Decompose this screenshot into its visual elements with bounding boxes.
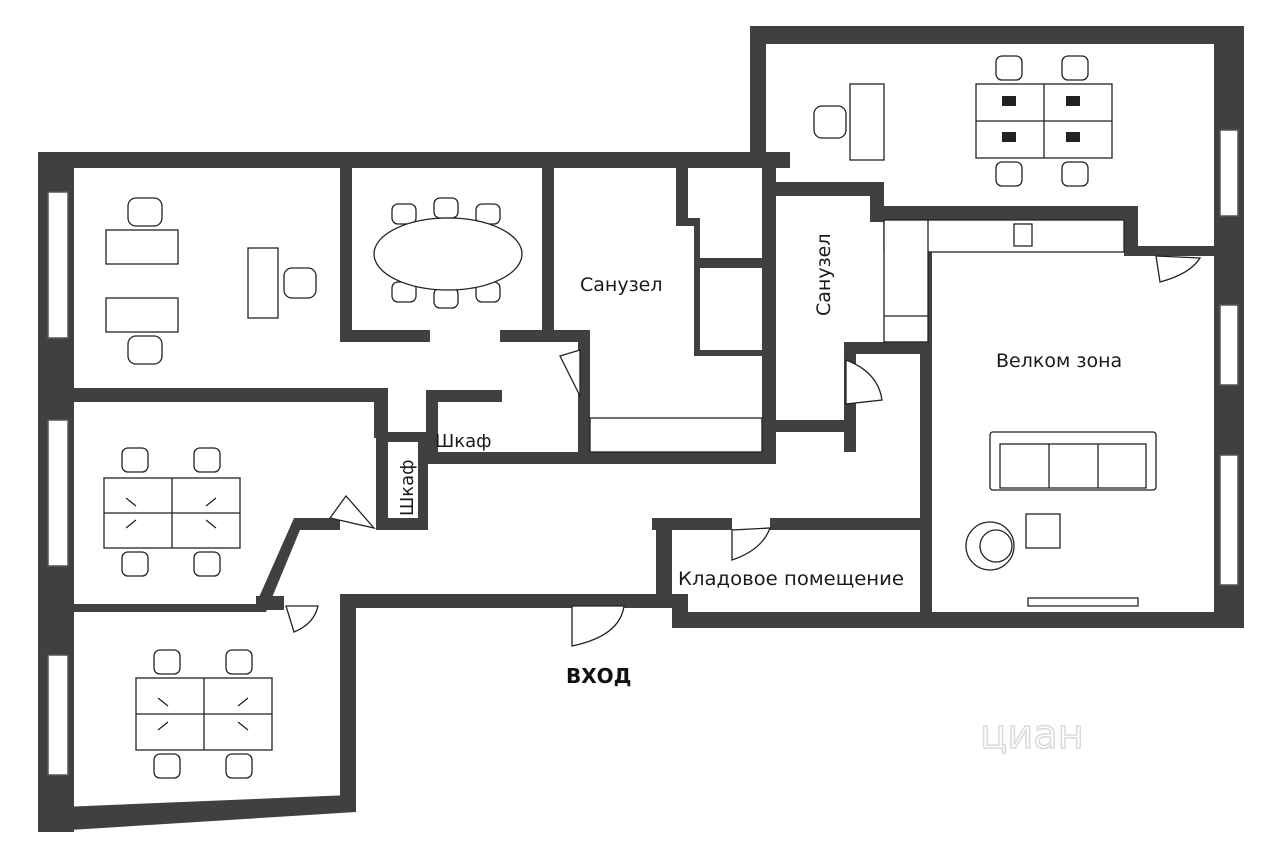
chair — [433, 197, 459, 219]
bathroom-2-label: Санузел — [813, 233, 835, 316]
chair — [433, 287, 459, 309]
desk — [849, 83, 885, 161]
storage-label: Кладовое помещение — [678, 568, 904, 590]
watermark: циан — [980, 712, 1084, 758]
chair — [153, 753, 181, 779]
welcome-zone-label: Велком зона — [996, 350, 1122, 372]
chair — [813, 105, 847, 139]
office-4-furniture — [813, 55, 1113, 187]
welcome-zone-furniture — [883, 219, 1157, 607]
door — [571, 605, 625, 647]
desk — [105, 229, 179, 265]
chair — [127, 335, 163, 365]
door — [731, 527, 771, 561]
door — [1155, 255, 1202, 283]
desk — [105, 297, 179, 333]
door — [285, 605, 319, 633]
window — [1219, 454, 1239, 586]
chair — [153, 649, 181, 675]
window — [1219, 304, 1239, 386]
chair — [193, 551, 221, 577]
doors — [285, 255, 1202, 647]
windows — [47, 129, 1239, 776]
chair — [1061, 161, 1089, 187]
window — [1219, 129, 1239, 217]
chair — [225, 753, 253, 779]
conference-table — [373, 217, 523, 291]
entrance-label: ВХОД — [566, 664, 631, 688]
meeting-room-furniture — [373, 197, 523, 309]
wardrobe-2-label: Шкаф — [397, 459, 418, 516]
chair — [225, 649, 253, 675]
chair — [995, 161, 1023, 187]
interior-walls — [38, 165, 1214, 614]
chair — [1061, 55, 1089, 81]
office-1-furniture — [105, 197, 317, 365]
window — [47, 419, 69, 567]
bathroom-1-label: Санузел — [580, 274, 663, 296]
tv-unit — [1027, 597, 1139, 607]
chair — [391, 203, 417, 225]
door — [328, 494, 376, 530]
office-2-furniture — [103, 447, 241, 577]
door — [559, 349, 581, 397]
chair — [127, 197, 163, 227]
chair — [995, 55, 1023, 81]
wardrobe-1-label: Шкаф — [435, 431, 492, 452]
chair — [283, 267, 317, 299]
window — [47, 191, 69, 339]
desk — [247, 247, 279, 319]
chair — [121, 447, 149, 473]
coffee-table — [1025, 513, 1061, 549]
appliance — [1013, 223, 1033, 247]
window — [47, 654, 69, 776]
bathroom-fixtures — [589, 417, 763, 453]
chair — [121, 551, 149, 577]
chair — [193, 447, 221, 473]
office-3-furniture — [135, 649, 273, 779]
door — [845, 359, 883, 405]
